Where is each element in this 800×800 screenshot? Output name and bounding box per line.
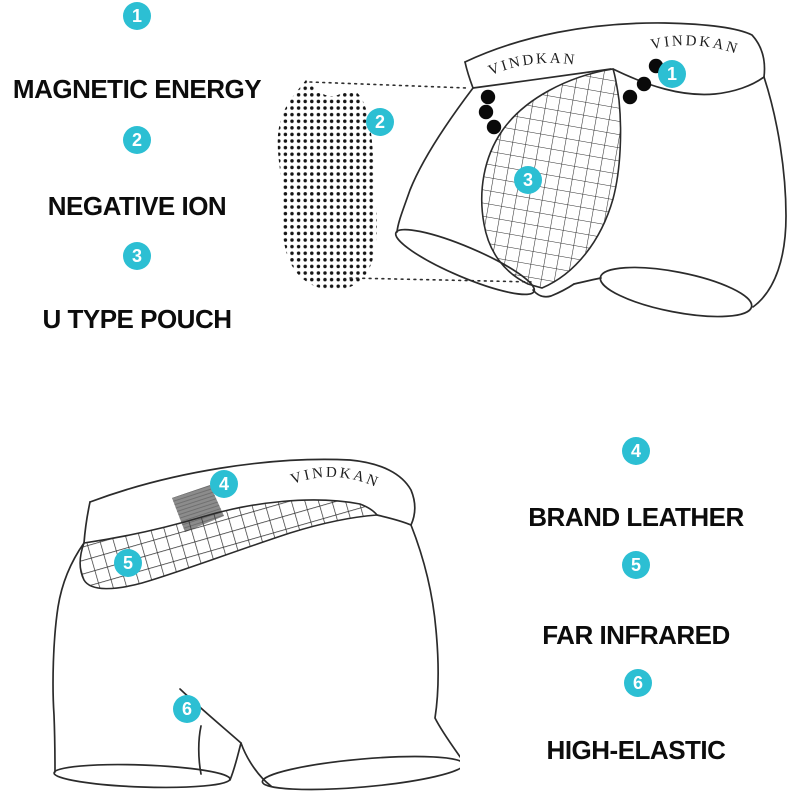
- callout-pouch-badge: 3: [514, 166, 542, 194]
- briefs-back-diagram: VINDKAN: [52, 458, 460, 791]
- feature-4-number-badge: 4: [622, 437, 650, 465]
- feature-6-label: HIGH-ELASTIC: [546, 735, 726, 765]
- leader-dotted-lines: [309, 81, 535, 283]
- far-infrared-mesh-strip: [79, 499, 379, 590]
- feature-2-number-badge: 2: [123, 126, 151, 154]
- negative-ion-dot-pad: [277, 80, 377, 291]
- callout-magnets-badge: 1: [658, 60, 686, 88]
- feature-2-label: NEGATIVE ION: [47, 191, 227, 221]
- feature-3-number-badge: 3: [123, 242, 151, 270]
- feature-1-label: MAGNETIC ENERGY: [12, 74, 262, 104]
- briefs-front-outline: [394, 22, 787, 318]
- briefs-back-outline: [52, 458, 460, 791]
- feature-3-label: U TYPE POUCH: [42, 304, 232, 334]
- feature-6-number-badge: 6: [624, 669, 652, 697]
- u-type-mesh-pouch: [481, 68, 622, 289]
- feature-5-number-badge: 5: [622, 551, 650, 579]
- feature-5-label: FAR INFRARED: [542, 620, 730, 650]
- callout-negative-ion-badge: 2: [366, 108, 394, 136]
- feature-4-label: BRAND LEATHER: [528, 502, 744, 532]
- callout-mesh-badge: 5: [114, 549, 142, 577]
- callout-leather-badge: 4: [210, 470, 238, 498]
- waistband-brand-back: VINDKAN: [289, 465, 382, 492]
- waistband-brand-right: VINDKAN: [649, 33, 741, 58]
- feature-1-number-badge: 1: [123, 2, 151, 30]
- callout-elastic-badge: 6: [173, 695, 201, 723]
